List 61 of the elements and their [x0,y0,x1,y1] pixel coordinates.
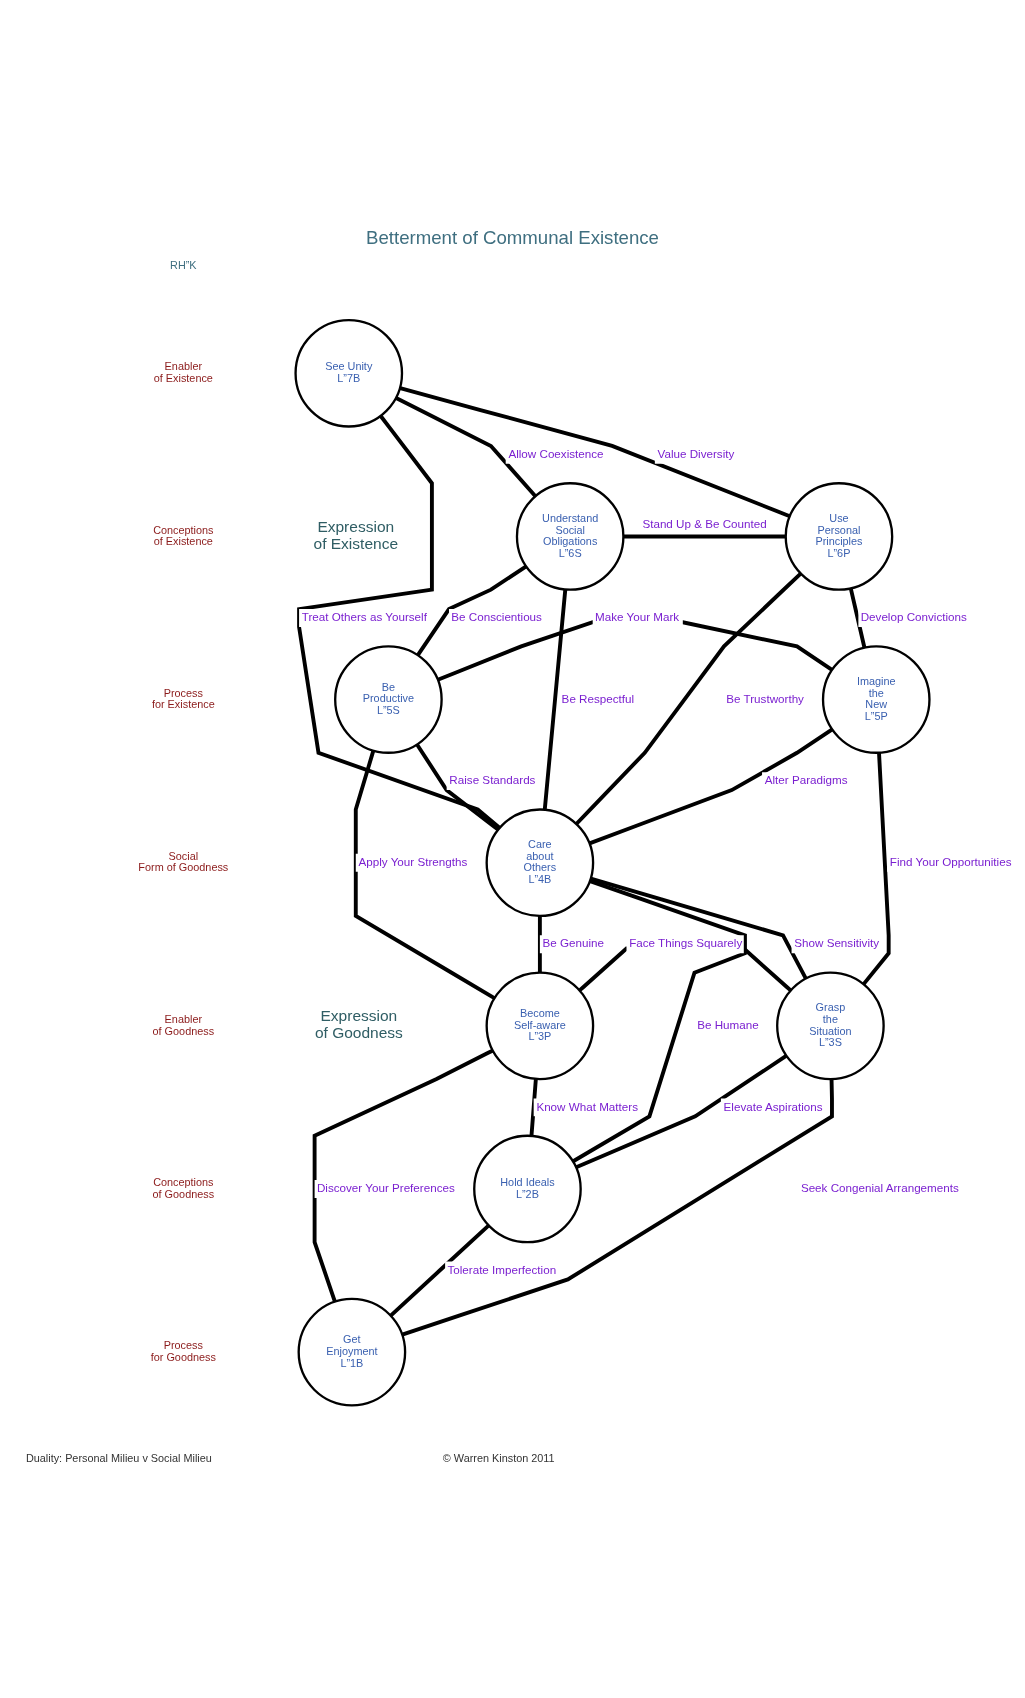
label: Expression of Existence [313,517,399,552]
label: Process for Goodness [150,1338,216,1363]
edge-label: Be Conscientious [451,609,542,623]
connector [389,1223,490,1317]
connector [401,1078,834,1336]
node-circle: Become Self-aware L”3P [485,970,595,1080]
label: Conceptions of Goodness [152,1175,215,1200]
connector [415,743,500,831]
edge-label: Discover Your Preferences [316,1180,455,1194]
edge-label: Face Things Squarely [629,935,743,949]
node-circle: See Unity L”7B [294,318,404,428]
label: Process for Existence [151,686,215,710]
connector [575,1053,788,1169]
connector [529,1078,538,1136]
edge-label: Apply Your Strengths [358,854,468,868]
connector [537,915,542,973]
edge-label: Make Your Mark [595,609,680,623]
label: © Warren Kinston 2011 [442,1451,555,1464]
connector [395,395,537,497]
connector [542,589,568,810]
connector [862,752,891,985]
connector [848,587,867,648]
edge-label: Be Humane [697,1017,759,1031]
edge-label: Develop Convictions [860,609,967,623]
edge-label: Show Sensitivity [794,935,880,949]
edge-label: Alter Paradigms [764,772,848,786]
label: Social Form of Goodness [138,849,229,873]
edge-label: Treat Others as Yourself [301,609,427,623]
connector [416,564,528,656]
edge-label: Be Respectful [561,691,635,705]
node-circle: Understand Social Obligations L”6S [515,481,625,591]
node-circle: Care about Others L”4B [485,807,595,917]
edge-label: Raise Standards [449,772,536,786]
edge-label: Find Your Opportunities [889,854,1012,868]
connector [399,385,791,518]
edge-label: Be Trustworthy [726,691,804,705]
connector [590,876,808,979]
connector [623,534,786,538]
label: Enabler of Goodness [152,1012,215,1037]
edge-label: Value Diversity [657,446,735,460]
edge-label: Be Genuine [542,935,605,949]
edge-label: Allow Coexistence [508,446,604,460]
label: Duality: Personal Milieu v Social Milieu [25,1451,212,1464]
node-circle: Be Productive L”5S [334,644,443,754]
connector [588,727,834,845]
edge-label: Elevate Aspirations [723,1099,823,1113]
edge-label: Seek Congenial Arrangements [800,1180,959,1194]
diagram-title: Betterment of Communal Existence [366,226,659,248]
node-circle: Grasp the Situation L”3S [776,970,885,1080]
label: Enabler of Existence [153,359,213,384]
node-circle: Get Enjoyment L”1B [297,1297,407,1406]
node-circle: Use Personal Principles L”6P [784,481,894,591]
label: Expression of Goodness [314,1006,403,1041]
node-circle: Imagine the New L”5P [821,644,931,754]
edge-label: Know What Matters [536,1099,638,1113]
node-circle: Hold Ideals L”2B [473,1134,582,1243]
label: Conceptions of Existence [153,522,214,547]
connector [575,571,802,825]
edge-label: Tolerate Imperfection [447,1262,557,1276]
label: RH”K [170,258,197,271]
edge-label: Stand Up & Be Counted [642,516,767,530]
